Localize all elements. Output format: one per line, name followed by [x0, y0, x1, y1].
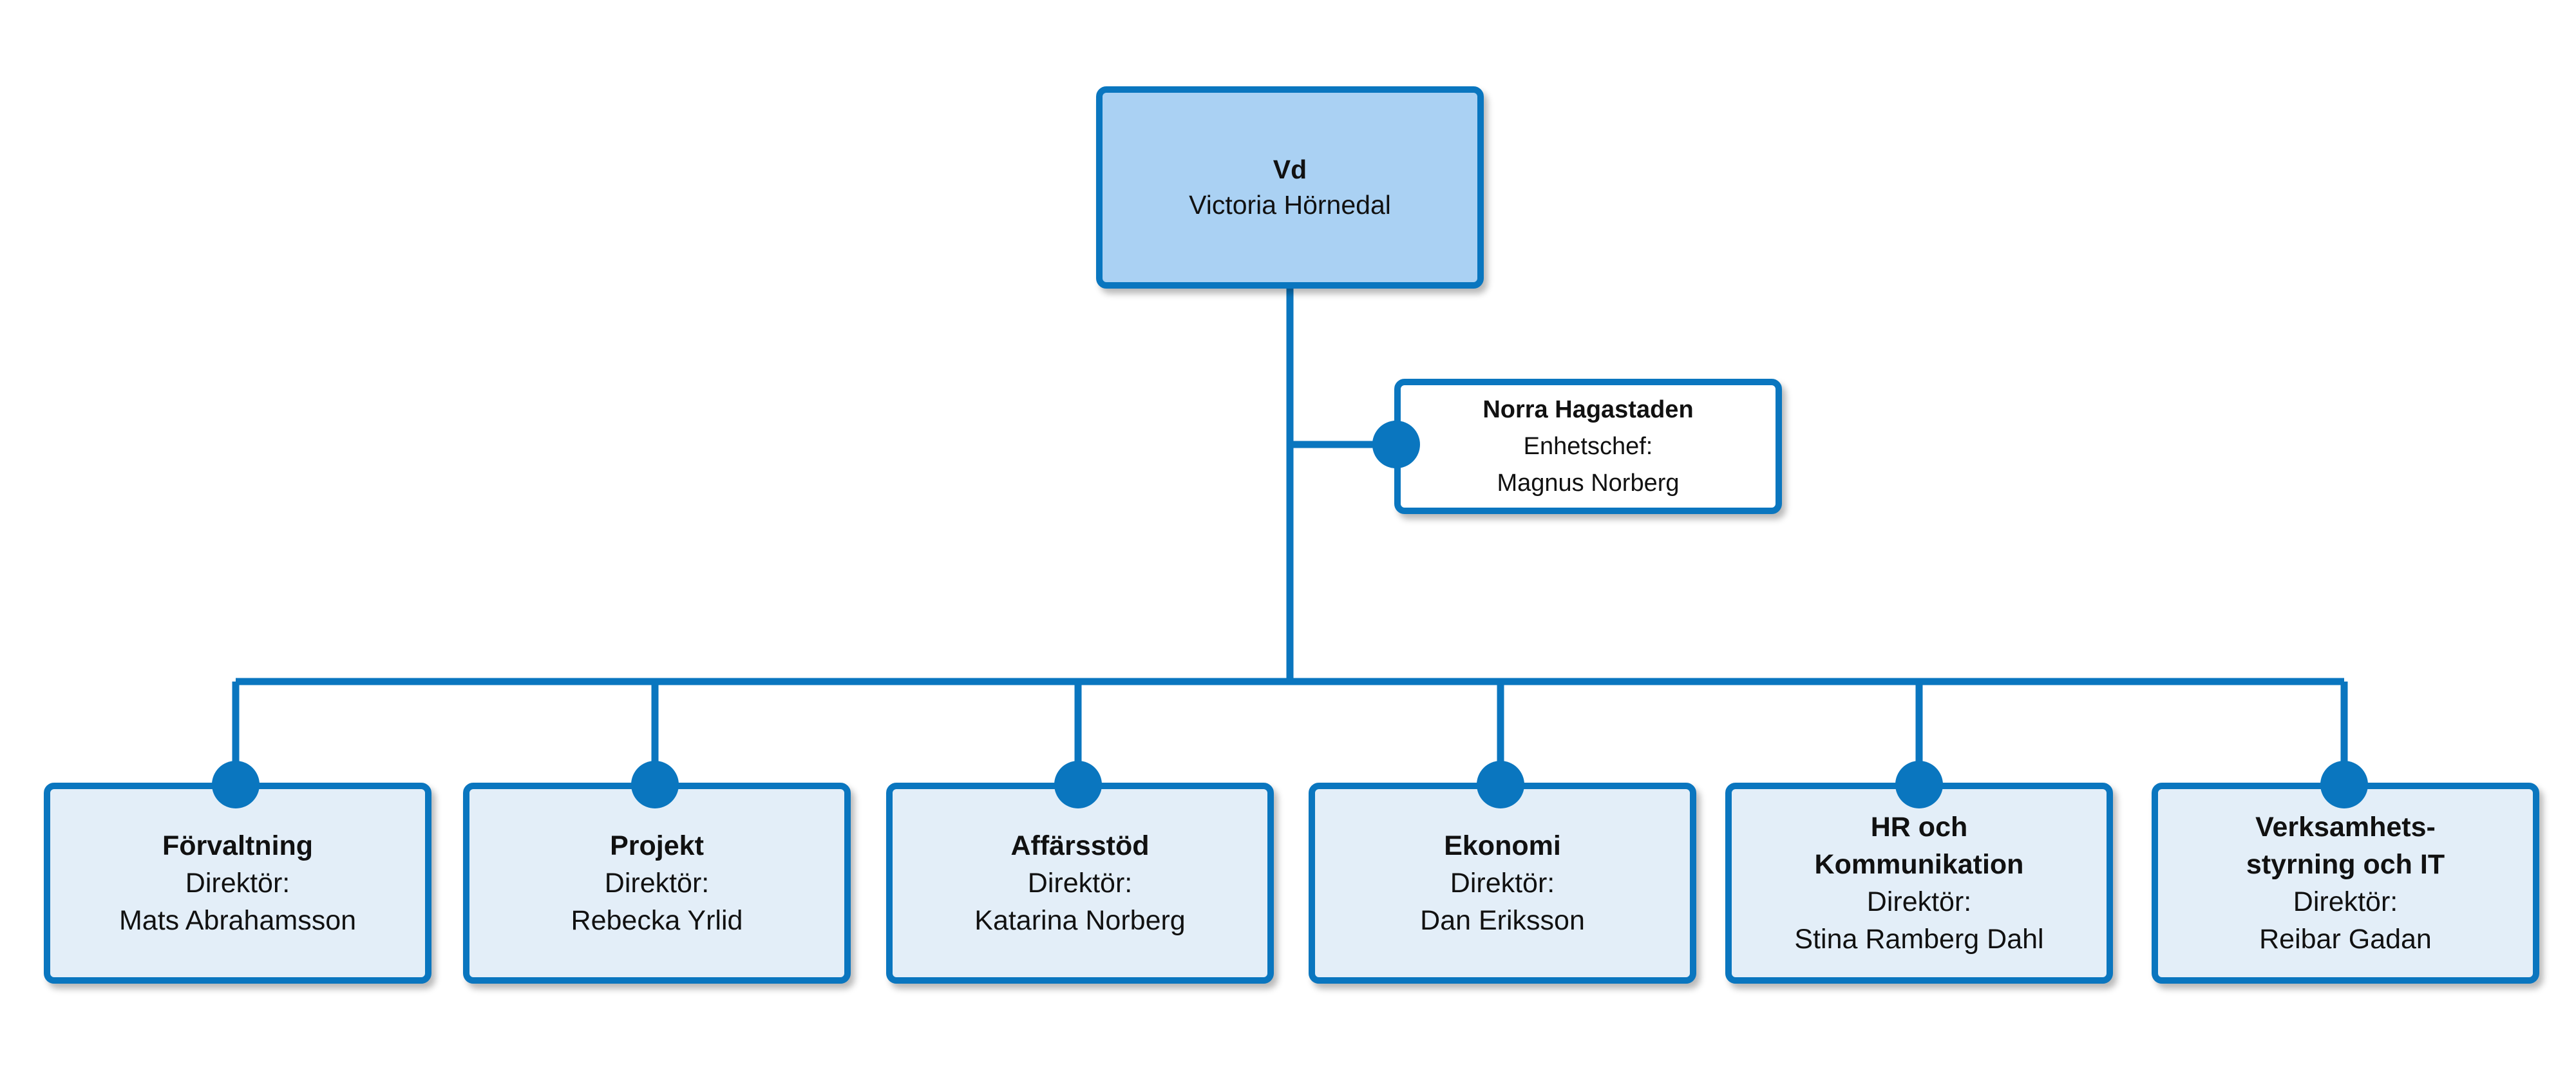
unit-box-norra-hagastaden: Norra Hagastaden Enhetschef: Magnus Norb… [1394, 379, 1782, 514]
department-role: Direktör: [1027, 867, 1133, 899]
department-director-name: Rebecka Yrlid [571, 905, 743, 937]
department-box-verksamhetsstyrning-och-it: Verksamhets- styrning och IT Direktör: R… [2152, 783, 2539, 984]
department-box-affarsstod: Affärsstöd Direktör: Katarina Norberg [886, 783, 1274, 984]
department-role: Direktör: [1866, 886, 1972, 917]
department-role: Direktör: [604, 867, 710, 899]
unit-role: Enhetschef: [1523, 432, 1653, 460]
department-title: Projekt [610, 830, 704, 861]
department-role: Direktör: [1450, 867, 1555, 899]
department-director-name: Dan Eriksson [1420, 905, 1585, 937]
department-box-hr-och-kommunikation: HR och Kommunikation Direktör: Stina Ram… [1725, 783, 2113, 984]
department-title: Affärsstöd [1010, 830, 1150, 861]
department-box-ekonomi: Ekonomi Direktör: Dan Eriksson [1309, 783, 1696, 984]
department-director-name: Katarina Norberg [974, 905, 1186, 937]
department-director-name: Mats Abrahamsson [118, 905, 357, 937]
ceo-box: Vd Victoria Hörnedal [1096, 86, 1484, 289]
unit-name: Magnus Norberg [1497, 469, 1680, 497]
department-box-projekt: Projekt Direktör: Rebecka Yrlid [463, 783, 851, 984]
department-title: Förvaltning [162, 830, 314, 861]
department-drop-lines [232, 682, 2348, 785]
department-director-name: Stina Ramberg Dahl [1794, 924, 2044, 955]
department-title: Verksamhets- styrning och IT [2246, 811, 2445, 880]
department-role: Direktör: [185, 867, 290, 899]
department-box-forvaltning: Förvaltning Direktör: Mats Abrahamsson [44, 783, 431, 984]
department-director-name: Reibar Gadan [2259, 924, 2432, 955]
department-title: HR och Kommunikation [1814, 811, 2024, 880]
unit-title: Norra Hagastaden [1482, 396, 1694, 423]
department-title: Ekonomi [1444, 830, 1561, 861]
ceo-title: Vd [1273, 154, 1307, 184]
ceo-name: Victoria Hörnedal [1189, 190, 1391, 220]
department-role: Direktör: [2293, 886, 2398, 917]
